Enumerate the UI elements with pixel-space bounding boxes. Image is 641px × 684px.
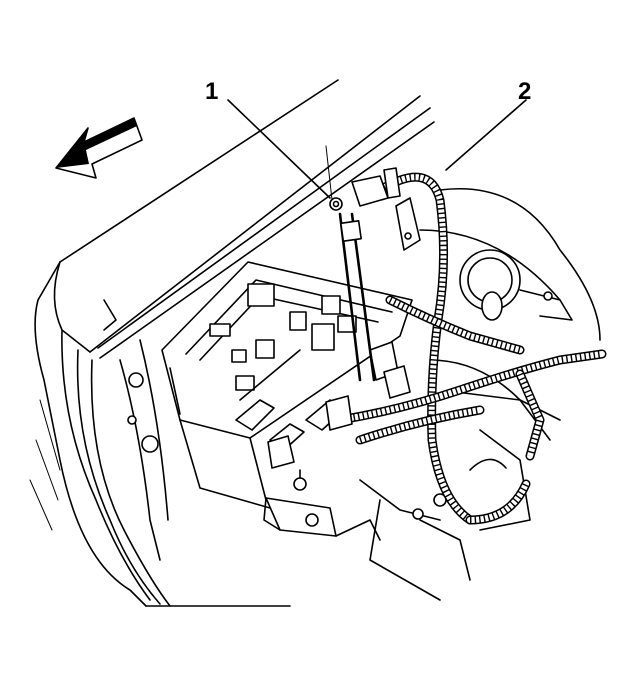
inner-apron — [103, 299, 169, 561]
harness-connectors — [267, 167, 421, 469]
engine-compartment — [359, 188, 601, 601]
ground-fastener — [325, 145, 376, 382]
front-arrow-icon — [55, 117, 143, 179]
mount-bracket — [263, 469, 381, 541]
callout-2-label: 2 — [518, 78, 531, 105]
fuse-relay-box — [161, 261, 413, 509]
body-panel — [29, 79, 435, 607]
callout-1-leader — [227, 99, 331, 199]
callout-2-leader — [445, 99, 527, 171]
wiring-harness-cross — [335, 295, 607, 461]
callout-1-label: 1 — [205, 78, 218, 105]
